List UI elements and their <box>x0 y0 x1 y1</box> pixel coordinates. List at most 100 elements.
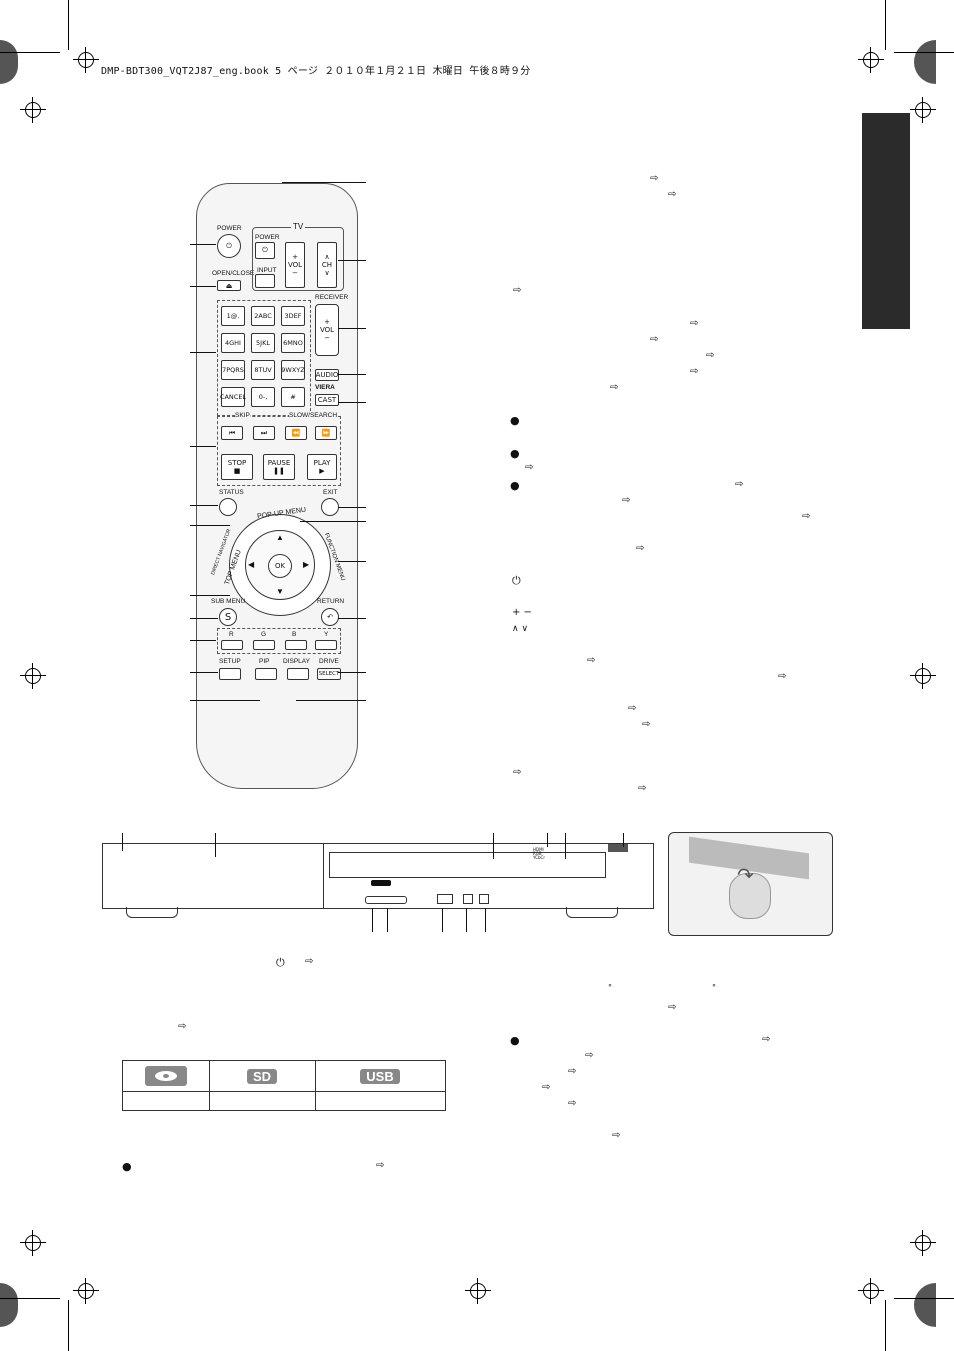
tv-volume-button[interactable]: +VOL− <box>285 242 305 288</box>
drive-label: DRIVE <box>319 658 339 665</box>
callout-line <box>190 505 218 506</box>
number-key-button[interactable]: 5JKL <box>251 333 275 353</box>
reference-arrow-icon: ⇨ <box>762 1034 771 1045</box>
exit-button[interactable] <box>321 498 339 516</box>
bullet-point: ● <box>510 447 520 460</box>
return-label: RETURN <box>317 598 345 605</box>
crop-line <box>68 1300 69 1351</box>
pause-button[interactable]: PAUSE❚❚ <box>263 454 295 480</box>
slow-rewind-button[interactable]: ⏪ <box>285 426 307 440</box>
number-key-button[interactable]: 2ABC <box>251 306 275 326</box>
number-key-button[interactable]: 4GHI <box>221 333 245 353</box>
reference-arrow-icon: ⇨ <box>690 366 699 377</box>
viera-cast-button[interactable]: CAST <box>315 394 339 406</box>
pip-button[interactable] <box>255 668 277 680</box>
number-key-button[interactable]: CANCEL <box>220 387 246 407</box>
number-key-button[interactable]: 6MNO <box>281 333 305 353</box>
power-symbol-icon: ⏻ <box>276 956 285 969</box>
skip-forward-button[interactable]: ⏭ <box>253 426 275 440</box>
play-button-front[interactable] <box>479 894 489 904</box>
drive-select-button[interactable]: SELECT <box>317 668 341 680</box>
number-key-button[interactable]: 0-, <box>251 387 275 407</box>
callout-line <box>190 640 216 641</box>
callout-line <box>387 908 388 932</box>
number-key-button[interactable]: 1@. <box>221 306 245 326</box>
stop-button[interactable]: STOP■ <box>221 454 253 480</box>
crop-line <box>885 0 886 50</box>
blue-button[interactable] <box>285 640 307 650</box>
callout-line <box>338 561 366 562</box>
section-side-tab <box>862 113 910 329</box>
callout-line <box>190 244 216 245</box>
skip-back-button[interactable]: ⏮ <box>221 426 243 440</box>
right-arrow-icon[interactable]: ▶ <box>303 560 310 569</box>
power-button[interactable]: ⏻ <box>217 234 241 258</box>
display-button[interactable] <box>287 668 309 680</box>
number-key-button[interactable]: 9WXYZ <box>281 360 305 380</box>
left-arrow-icon[interactable]: ◀ <box>248 560 255 569</box>
registration-mark-icon <box>910 663 936 689</box>
return-button[interactable]: ↶ <box>321 608 339 626</box>
callout-line <box>190 618 218 619</box>
callout-line <box>300 521 366 522</box>
green-button[interactable] <box>253 640 275 650</box>
yellow-button[interactable] <box>315 640 337 650</box>
reference-arrow-icon: ⇨ <box>778 671 787 682</box>
power-button-front[interactable] <box>608 844 628 852</box>
status-button[interactable] <box>219 498 237 516</box>
receiver-volume-button[interactable]: +VOL− <box>315 304 339 356</box>
bullet-point: ● <box>510 479 520 492</box>
reference-arrow-icon: ⇨ <box>568 1098 577 1109</box>
callout-line <box>282 182 366 183</box>
corner-target-icon <box>0 1283 18 1327</box>
curved-arrow-icon: ↷ <box>737 863 754 887</box>
corner-target-icon <box>914 40 936 84</box>
disc-tray <box>103 844 324 908</box>
setup-button[interactable] <box>219 668 241 680</box>
keypad-area <box>217 300 311 416</box>
usb-port <box>437 894 453 904</box>
callout-line <box>565 833 566 859</box>
degree-symbol: ° <box>608 983 612 992</box>
callout-line <box>485 908 486 932</box>
exit-label: EXIT <box>323 489 338 496</box>
down-arrow-icon[interactable]: ▼ <box>276 587 284 596</box>
up-arrow-icon[interactable]: ▲ <box>276 533 284 542</box>
callout-line <box>190 700 260 701</box>
reference-arrow-icon: ⇨ <box>513 767 522 778</box>
number-key-button[interactable]: 7PQRS <box>221 360 245 380</box>
number-key-button[interactable]: # <box>281 387 305 407</box>
reference-arrow-icon: ⇨ <box>638 783 647 794</box>
registration-mark-icon <box>465 1278 491 1304</box>
stop-button-front[interactable] <box>463 894 473 904</box>
reference-arrow-icon: ⇨ <box>802 511 811 522</box>
open-close-button[interactable]: ⏏ <box>217 280 241 291</box>
sub-menu-button[interactable]: S <box>219 608 237 626</box>
search-forward-button[interactable]: ⏩ <box>315 426 337 440</box>
sd-card-slot <box>371 880 391 886</box>
number-key-button[interactable]: 3DEF <box>281 306 305 326</box>
callout-line <box>190 352 216 353</box>
audio-button[interactable]: AUDIO <box>315 369 339 381</box>
sd-column-header: SD <box>209 1061 316 1091</box>
reference-arrow-icon: ⇨ <box>612 1130 621 1141</box>
registration-mark-icon <box>858 1278 884 1304</box>
callout-line <box>338 260 366 261</box>
player-foot <box>126 907 178 918</box>
tv-power-button[interactable]: ⏻ <box>255 242 275 259</box>
reference-arrow-icon: ⇨ <box>668 1002 677 1013</box>
play-button[interactable]: PLAY▶ <box>307 454 337 480</box>
number-key-button[interactable]: 8TUV <box>251 360 275 380</box>
crop-line <box>0 1298 60 1299</box>
skip-label: SKIP <box>235 412 250 419</box>
reference-arrow-icon: ⇨ <box>610 382 619 393</box>
registration-mark-icon <box>20 663 46 689</box>
ok-button[interactable]: OK <box>268 554 292 578</box>
red-button[interactable] <box>221 640 243 650</box>
media-table: SD USB <box>122 1060 446 1111</box>
tv-channel-button[interactable]: ∧CH∨ <box>317 242 337 288</box>
callout-line <box>190 672 218 673</box>
hdmi-indicator: HDMI RGB YCbCr <box>533 847 545 860</box>
tv-input-button[interactable] <box>255 274 275 288</box>
callout-line <box>493 833 494 859</box>
